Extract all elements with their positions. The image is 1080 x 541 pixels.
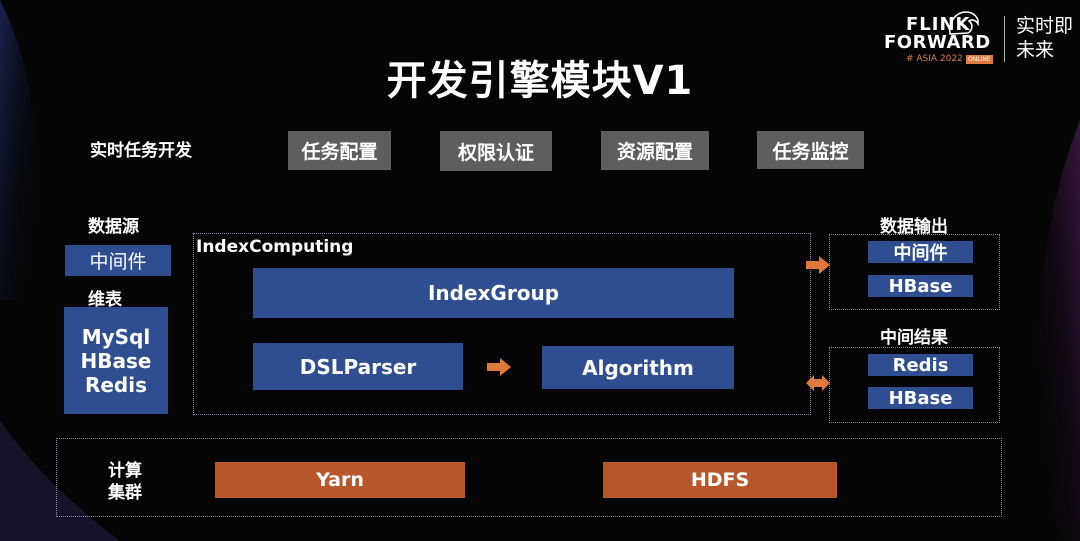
task-row-label: 实时任务开发 <box>90 141 192 161</box>
dim-item-hbase: HBase <box>80 348 152 373</box>
double-arrow-icon <box>806 375 830 391</box>
right-arrow-icon <box>487 358 511 376</box>
index-group-box: IndexGroup <box>253 268 734 318</box>
logo-online-badge: ONLINE <box>966 55 993 64</box>
auth-box: 权限认证 <box>440 131 552 171</box>
flink-forward-logo: FLINK FORWARD # ASIA 2022 ONLINE <box>884 10 996 66</box>
index-computing-label: IndexComputing <box>196 237 354 257</box>
right-arrow-icon <box>806 256 830 274</box>
logo-line-asia: # ASIA 2022 <box>906 54 963 64</box>
output-arrow <box>806 256 830 278</box>
intermediate-label: 中间结果 <box>880 328 948 348</box>
dim-item-mysql: MySql <box>81 324 151 349</box>
dim-table-box: MySql HBase Redis <box>64 307 168 414</box>
intermediate-container <box>829 347 1000 423</box>
intermediate-redis-box: Redis <box>868 354 973 376</box>
output-hbase-box: HBase <box>868 275 973 297</box>
compute-cluster-container <box>56 438 1002 517</box>
hdfs-box: HDFS <box>603 462 837 498</box>
task-monitor-box: 任务监控 <box>757 131 864 169</box>
index-computing-container <box>193 233 811 415</box>
slogan-line-2: 未来 <box>1016 39 1055 61</box>
resource-config-box: 资源配置 <box>601 131 709 170</box>
intermediate-hbase-box: HBase <box>868 387 973 409</box>
yarn-box: Yarn <box>215 462 465 498</box>
slogan-line-1: 实时即 <box>1016 15 1074 37</box>
page-title: 开发引擎模块V1 <box>386 58 694 104</box>
cluster-label-line-2: 集群 <box>108 483 142 503</box>
parser-to-algorithm-arrow <box>487 358 511 376</box>
squirrel-icon <box>948 11 979 35</box>
dsl-parser-box: DSLParser <box>253 343 463 390</box>
algorithm-box: Algorithm <box>542 346 734 389</box>
task-config-box: 任务配置 <box>288 131 391 170</box>
logo-divider <box>1004 16 1005 62</box>
cluster-label: 计算 集群 <box>108 460 142 504</box>
dim-item-redis: Redis <box>84 372 148 397</box>
intermediate-bidirectional-arrow <box>806 374 830 396</box>
data-output-label: 数据输出 <box>880 217 948 237</box>
source-middleware-box: 中间件 <box>65 245 171 276</box>
cluster-label-line-1: 计算 <box>108 461 142 481</box>
logo-slogan: 实时即 未来 <box>1016 14 1073 62</box>
logo-line-flink: FLINK <box>906 14 971 35</box>
data-output-container <box>829 234 1000 310</box>
logo-line-forward: FORWARD <box>884 32 991 53</box>
output-middleware-box: 中间件 <box>868 241 973 264</box>
dim-table-label: 维表 <box>88 290 122 310</box>
data-source-label: 数据源 <box>88 217 139 237</box>
